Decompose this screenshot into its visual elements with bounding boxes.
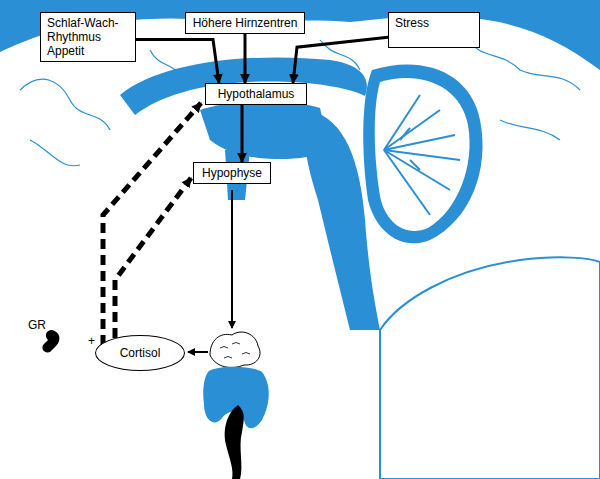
signal-arrow xyxy=(136,40,219,84)
brain-region-box: Hypophyse xyxy=(193,162,271,184)
hormone-ellipse: Cortisol xyxy=(95,335,185,371)
feedback-arrow xyxy=(115,178,191,338)
brain-region-box: Hypothalamus xyxy=(205,83,307,105)
node-text: Höhere Hirnzentren xyxy=(192,16,298,30)
signal-arrow xyxy=(244,34,247,83)
signal-arrow xyxy=(293,37,388,83)
input-box: Höhere Hirnzentren xyxy=(185,12,305,34)
input-box: Stress xyxy=(388,12,480,48)
input-box: Schlaf-Wach-RhythmusAppetit xyxy=(40,12,136,62)
node-text: Appetit xyxy=(47,44,129,58)
sign-label: + xyxy=(88,334,95,348)
signal-arrow xyxy=(241,105,244,162)
node-text: Hypophyse xyxy=(200,166,264,180)
node-text: Stress xyxy=(395,16,473,30)
feedback-arrow xyxy=(103,103,201,345)
node-text: Hypothalamus xyxy=(212,87,300,101)
node-text: Cortisol xyxy=(110,346,170,360)
receptor-label: GR xyxy=(28,318,46,332)
node-text: Schlaf-Wach-Rhythmus xyxy=(47,16,129,44)
